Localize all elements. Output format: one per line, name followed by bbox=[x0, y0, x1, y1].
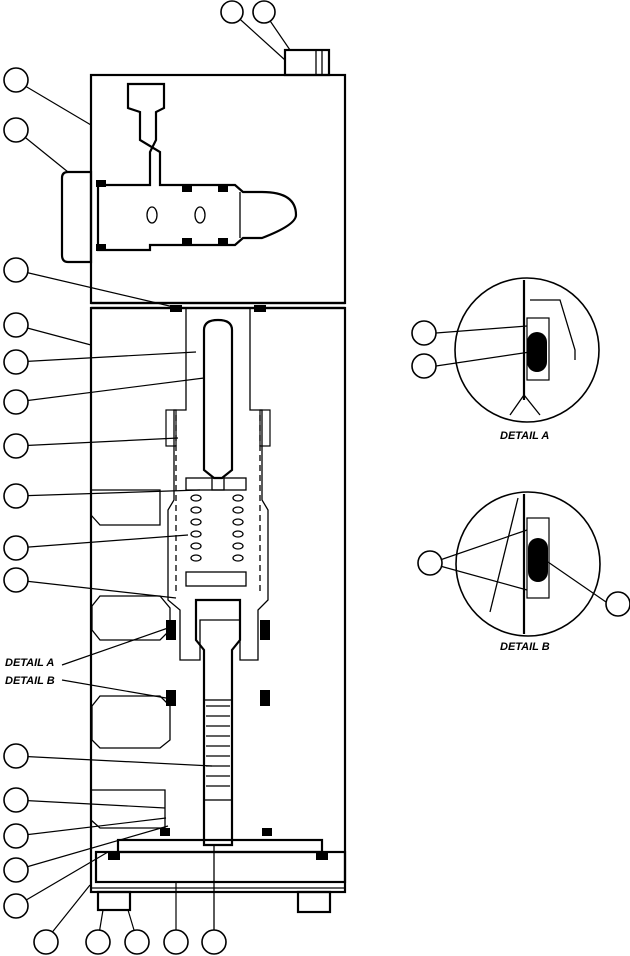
spring-left bbox=[190, 494, 202, 562]
spring-right bbox=[232, 494, 244, 562]
solenoid-cartridge bbox=[60, 82, 298, 264]
base-plate bbox=[91, 838, 347, 914]
central-spool bbox=[167, 305, 269, 661]
detail-b-caption: DETAIL B bbox=[500, 641, 550, 653]
detail-b-view: DETAIL B bbox=[417, 491, 630, 653]
seal-rings bbox=[160, 409, 272, 836]
side-ports bbox=[90, 489, 171, 829]
detail-a-caption: DETAIL A bbox=[500, 430, 549, 442]
detail-a-pointer-label: DETAIL A bbox=[5, 657, 54, 669]
callout-bubbles bbox=[3, 0, 276, 955]
detail-a-view: DETAIL A bbox=[411, 277, 600, 442]
callout-leaders bbox=[14, 11, 291, 941]
top-fitting bbox=[283, 48, 331, 77]
detail-b-pointer-label: DETAIL B bbox=[5, 675, 55, 687]
valve-body bbox=[89, 73, 347, 894]
outer-coil bbox=[175, 415, 261, 595]
